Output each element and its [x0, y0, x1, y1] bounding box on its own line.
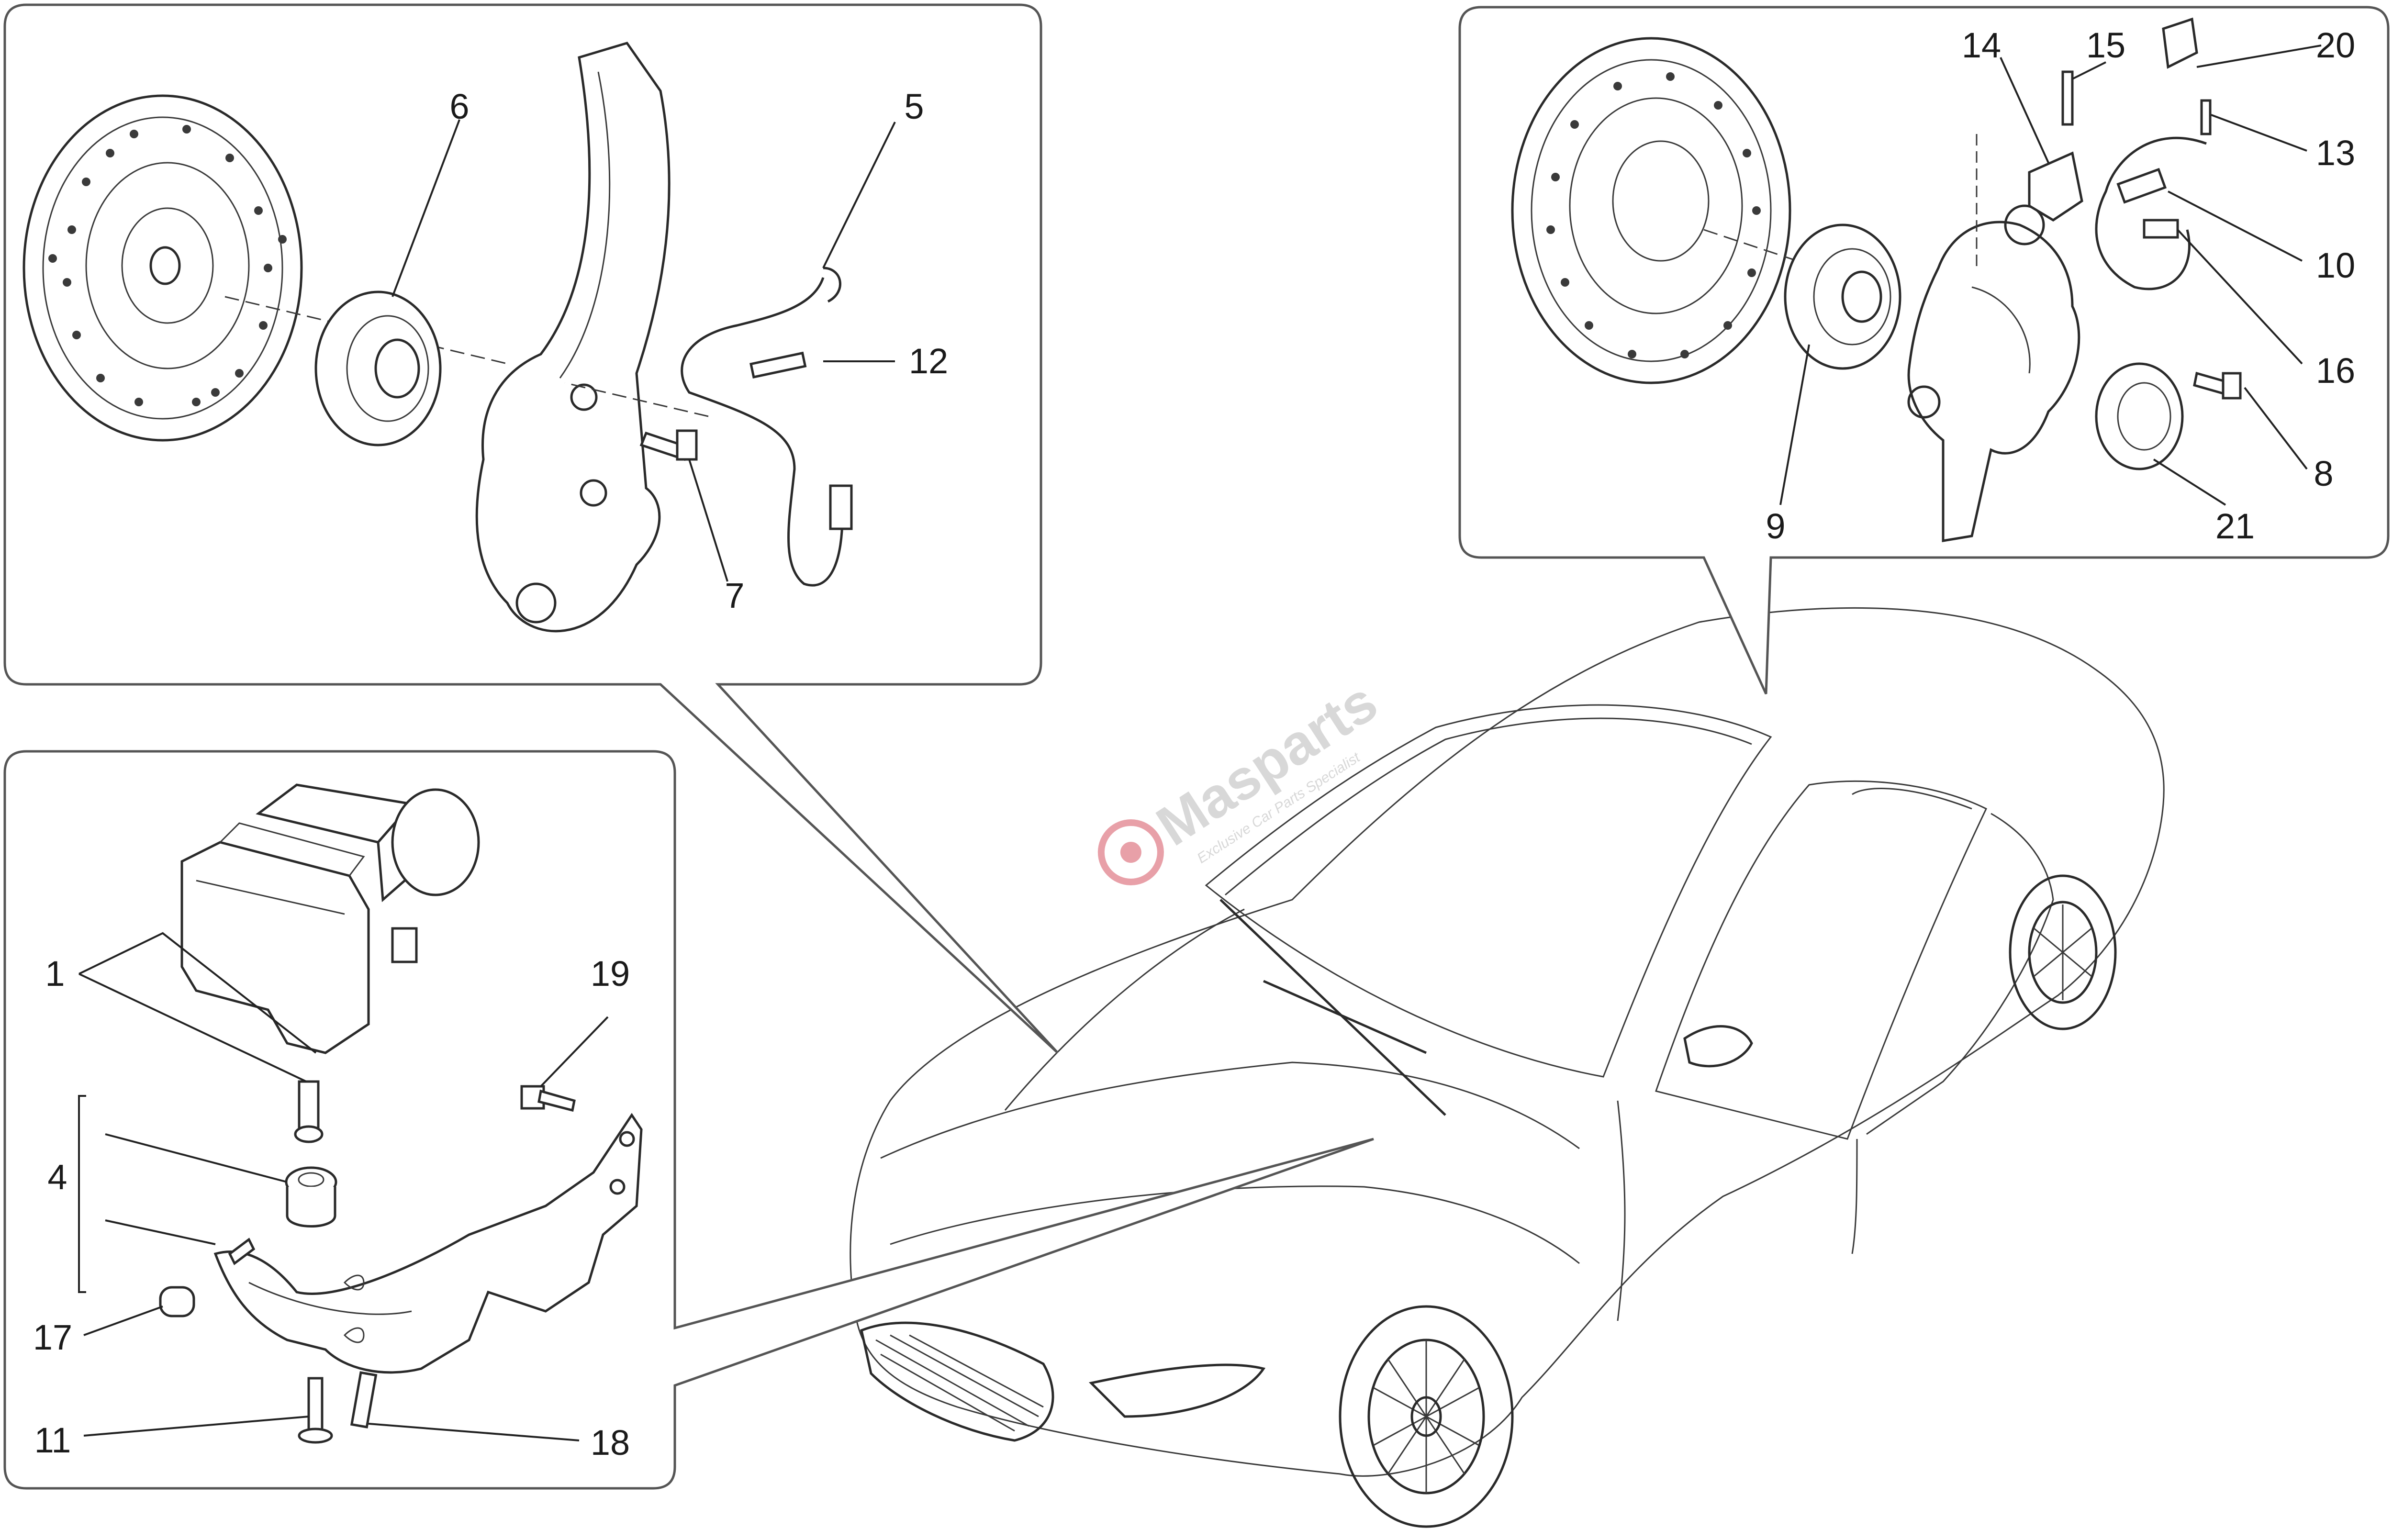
part-label-5: 5	[904, 87, 924, 126]
gear-logo-icon	[1097, 819, 1164, 885]
part-label-4: 4	[47, 1157, 67, 1197]
abs-screw-18	[350, 1371, 378, 1428]
part-label-11: 11	[34, 1420, 71, 1460]
part-label-7: 7	[725, 576, 744, 615]
part-label-21: 21	[2215, 506, 2255, 546]
part-label-18: 18	[591, 1423, 630, 1462]
abs-bracket	[213, 1113, 643, 1374]
watermark: Masparts Exclusive Car Parts Specialist	[1097, 670, 1388, 885]
part-label-8: 8	[2314, 454, 2333, 493]
car-illustration	[850, 607, 2165, 1528]
part-label-15: 15	[2086, 25, 2125, 65]
front-bolt	[639, 429, 698, 461]
rear-sensor-bracket	[1976, 70, 2083, 268]
part-label-14: 14	[1962, 25, 2001, 65]
part-label-16: 16	[2316, 351, 2355, 391]
front-steering-knuckle	[475, 42, 671, 633]
rear-wheel-callout: 14 15 20 13 10 16 8 21 9	[1458, 6, 2390, 695]
part-label-20: 20	[2316, 25, 2355, 65]
front-wheel-hub	[314, 290, 442, 446]
part-label-9: 9	[1766, 506, 1785, 546]
rear-abs-sensor	[2095, 17, 2212, 290]
abs-grommet	[159, 1286, 195, 1317]
front-abs-sensor	[681, 267, 853, 587]
abs-module	[180, 783, 480, 1143]
rear-sensor-ring	[2095, 362, 2184, 470]
rear-wheel-hub	[1784, 223, 1901, 370]
abs-unit-callout: 1 19 4 17 11 18	[3, 750, 1374, 1490]
part-label-13: 13	[2316, 133, 2355, 173]
part-label-1: 1	[45, 954, 65, 993]
rear-steering-knuckle	[1907, 204, 2080, 542]
part-label-12: 12	[909, 341, 948, 381]
part-label-17: 17	[33, 1317, 72, 1357]
front-brake-disc	[22, 94, 508, 442]
abs-screw-11	[298, 1377, 333, 1444]
abs-bolt-19	[520, 1085, 576, 1112]
front-wheel-callout: 6 5 12 7	[3, 3, 1059, 1054]
part-label-6: 6	[449, 87, 469, 126]
rear-bolt	[2193, 371, 2242, 400]
part-label-10: 10	[2316, 246, 2355, 285]
part-label-19: 19	[591, 954, 630, 993]
abs-mount	[285, 1166, 337, 1228]
abs-stud	[228, 1238, 256, 1265]
rear-brake-disc	[1511, 37, 1819, 384]
